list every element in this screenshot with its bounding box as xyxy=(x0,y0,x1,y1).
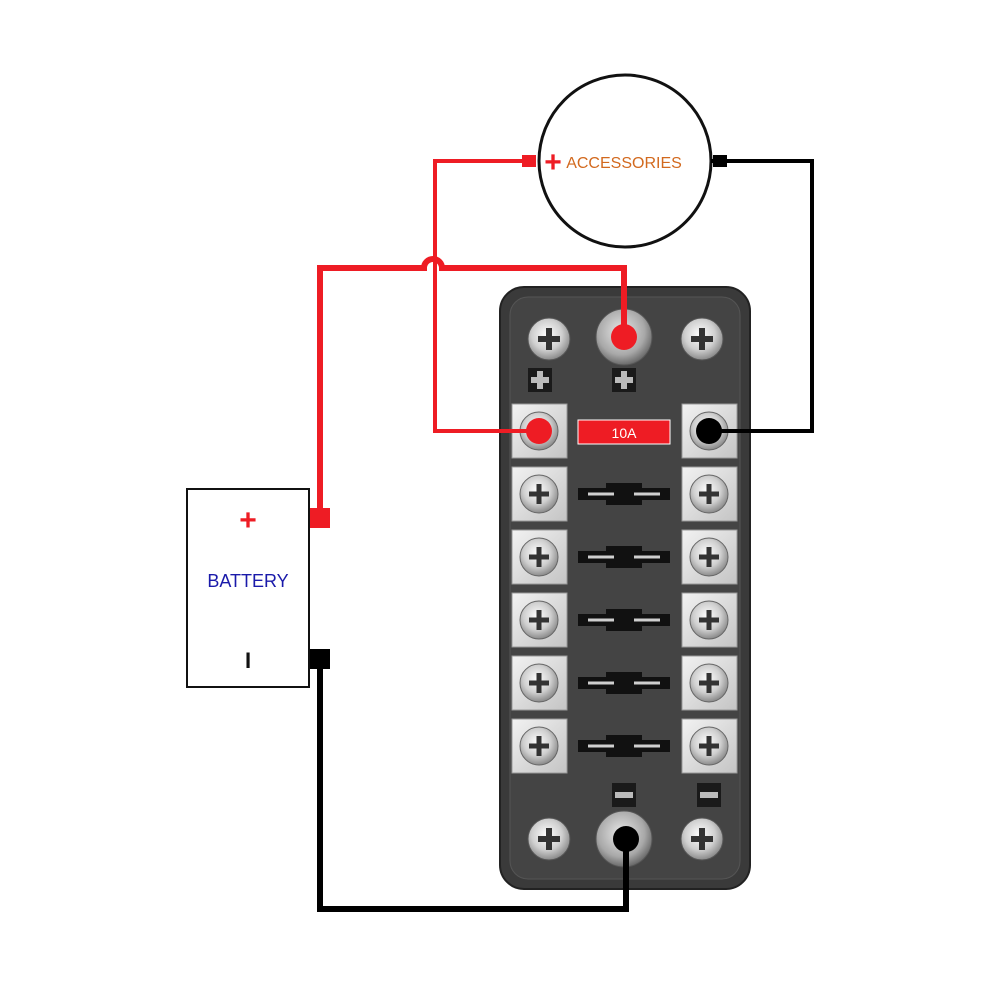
positive-stud-wire-end xyxy=(611,324,637,350)
terminal-screw-left-5 xyxy=(519,663,559,703)
battery-body xyxy=(186,488,310,688)
terminal-screw-right-6 xyxy=(689,726,729,766)
terminal-screw-left-6 xyxy=(519,726,559,766)
negative-stud-wire-end xyxy=(613,826,639,852)
battery-plus-sign: + xyxy=(239,504,257,537)
accessories-label: ACCESSORIES xyxy=(566,155,682,172)
fuse-10a: 10A xyxy=(577,419,671,445)
accessories-load: + ACCESSORIES xyxy=(537,73,713,249)
wires xyxy=(317,155,814,912)
fuse-slot-3 xyxy=(578,546,670,568)
terminal-screw-left-3 xyxy=(519,537,559,577)
terminal-screw-right-2 xyxy=(689,474,729,514)
mounting-screw-top-left xyxy=(527,317,571,361)
negative-main-wire xyxy=(317,659,629,912)
terminal-screw-left-4 xyxy=(519,600,559,640)
fuse1-output-wire-end xyxy=(526,418,552,444)
fuse-rows xyxy=(511,403,738,774)
ground1-wire-end xyxy=(696,418,722,444)
accessories-plus-sign: + xyxy=(544,146,562,179)
accessories-positive-wire xyxy=(433,159,539,433)
minus-marking-right xyxy=(697,783,721,807)
accessories-negative-connector xyxy=(713,155,727,167)
battery: + BATTERY I xyxy=(186,488,330,688)
battery-label: BATTERY xyxy=(207,571,288,591)
terminal-screw-right-4 xyxy=(689,600,729,640)
fuse-slot-6 xyxy=(578,735,670,757)
plus-marking-center xyxy=(612,368,636,392)
terminal-screw-left-2 xyxy=(519,474,559,514)
terminal-screw-right-5 xyxy=(689,663,729,703)
fuse-slot-4 xyxy=(578,609,670,631)
fuse-slot-5 xyxy=(578,672,670,694)
fuse-slot-2 xyxy=(578,483,670,505)
plus-marking-left xyxy=(528,368,552,392)
accessories-positive-connector xyxy=(522,155,536,167)
minus-marking-center xyxy=(612,783,636,807)
accessories-negative-wire xyxy=(709,159,814,433)
mounting-screw-bottom-right xyxy=(680,817,724,861)
mounting-screw-bottom-left xyxy=(527,817,571,861)
battery-minus-sign: I xyxy=(245,648,251,673)
mounting-screw-top-right xyxy=(680,317,724,361)
fuse-rating-label: 10A xyxy=(612,425,638,441)
terminal-screw-right-3 xyxy=(689,537,729,577)
fuse-block: 10A xyxy=(499,286,751,890)
